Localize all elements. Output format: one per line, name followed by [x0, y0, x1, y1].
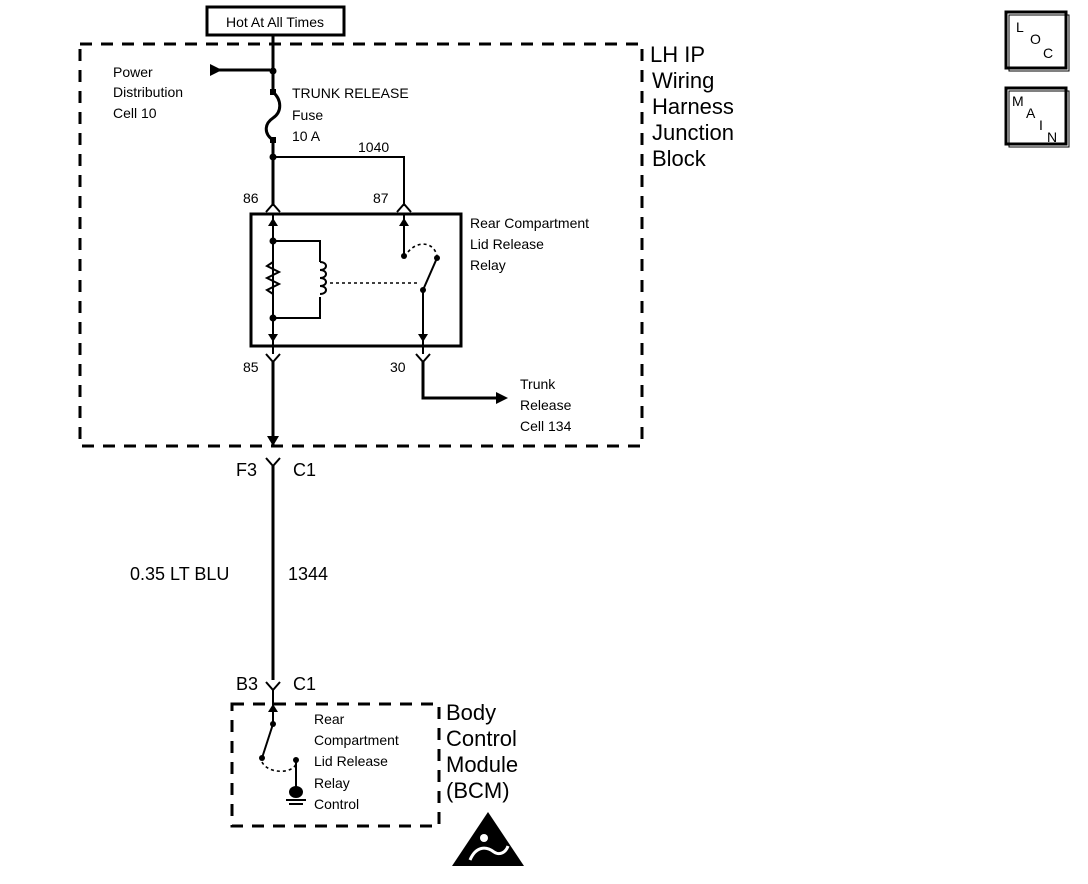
svg-text:Relay: Relay [470, 257, 506, 273]
relay-coil-circuit [264, 214, 327, 346]
bcm-switch-label: Rear Compartment Lid Release Relay Contr… [314, 711, 399, 812]
wire-size-color: 0.35 LT BLU [130, 564, 229, 584]
svg-text:Relay: Relay [314, 775, 350, 791]
svg-text:I: I [1039, 117, 1043, 133]
pin-85-connector [265, 353, 281, 364]
fuse-label: TRUNK RELEASE [292, 85, 409, 101]
wire-circuit-number: 1344 [288, 564, 328, 584]
svg-text:Lid Release: Lid Release [314, 753, 388, 769]
junction-block-outline [78, 42, 644, 448]
svg-text:Release: Release [520, 397, 572, 413]
svg-text:Fuse: Fuse [292, 107, 323, 123]
svg-text:Control: Control [314, 796, 359, 812]
svg-text:Control: Control [446, 726, 517, 751]
relay-name: Rear Compartment Lid Release Relay [470, 215, 589, 273]
svg-text:Cell 134: Cell 134 [520, 418, 572, 434]
svg-text:10 A: 10 A [292, 128, 321, 144]
svg-text:Rear: Rear [314, 711, 345, 727]
connector-b3-c1: B3 C1 [236, 674, 316, 694]
main-button[interactable]: M A I N [1004, 86, 1070, 148]
svg-text:Harness: Harness [652, 94, 734, 119]
svg-text:Trunk: Trunk [520, 376, 556, 392]
trunk-release-ref: Trunk Release Cell 134 [421, 362, 572, 434]
trunk-release-fuse: TRUNK RELEASE Fuse 10 A [264, 85, 409, 206]
svg-text:C1: C1 [293, 460, 316, 480]
svg-text:LH IP: LH IP [650, 42, 705, 67]
connector-f3-c1: F3 C1 [236, 457, 316, 480]
svg-text:Wiring: Wiring [652, 68, 714, 93]
pin-30-label: 30 [390, 359, 406, 375]
pin-86-label: 86 [243, 190, 259, 206]
svg-text:Body: Body [446, 700, 496, 725]
svg-text:Distribution: Distribution [113, 84, 183, 100]
svg-text:N: N [1047, 129, 1057, 145]
splice-dot [269, 67, 277, 75]
svg-text:C: C [1043, 45, 1053, 61]
power-distribution-ref: Power Distribution Cell 10 [113, 64, 270, 121]
svg-text:O: O [1030, 31, 1041, 47]
circuit-1040: 1040 [273, 139, 405, 206]
bcm-outline [230, 702, 441, 828]
pin-86-connector [265, 202, 281, 213]
svg-text:F3: F3 [236, 460, 257, 480]
hot-at-all-times-label: Hot At All Times [226, 14, 324, 30]
pin-85-label: 85 [243, 359, 259, 375]
pin-87-label: 87 [373, 190, 389, 206]
svg-text:Power: Power [113, 64, 153, 80]
hot-at-all-times-label-box: Hot At All Times [205, 5, 346, 37]
svg-text:Lid Release: Lid Release [470, 236, 544, 252]
svg-text:(BCM): (BCM) [446, 778, 510, 803]
loc-button[interactable]: L O C [1004, 10, 1070, 72]
svg-text:1040: 1040 [358, 139, 389, 155]
junction-block-name: LH IP Wiring Harness Junction Block [650, 42, 734, 171]
svg-text:Block: Block [652, 146, 707, 171]
bcm-relay-control-switch [259, 690, 306, 805]
svg-text:Cell 10: Cell 10 [113, 105, 157, 121]
svg-text:Compartment: Compartment [314, 732, 399, 748]
relay-switch [330, 214, 440, 346]
svg-text:B3: B3 [236, 674, 258, 694]
bcm-name: Body Control Module (BCM) [446, 700, 518, 803]
pin-87-connector [396, 202, 412, 213]
esd-warning-icon [452, 812, 524, 866]
svg-text:L: L [1016, 19, 1024, 35]
svg-text:C1: C1 [293, 674, 316, 694]
svg-text:Rear Compartment: Rear Compartment [470, 215, 589, 231]
pin-30-connector [415, 353, 431, 364]
svg-text:Junction: Junction [652, 120, 734, 145]
arrow-down [267, 436, 279, 446]
svg-text:A: A [1026, 105, 1036, 121]
rear-compartment-lid-release-relay [249, 212, 463, 348]
svg-text:Module: Module [446, 752, 518, 777]
svg-text:M: M [1012, 93, 1024, 109]
